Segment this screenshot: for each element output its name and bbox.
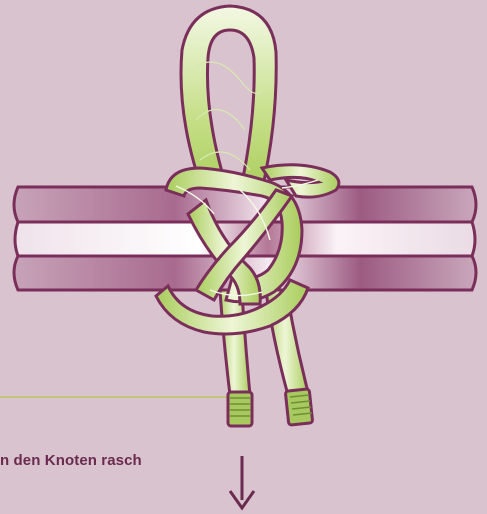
instruction-caption: n den Knoten rasch	[0, 452, 142, 469]
down-arrow-icon	[230, 456, 254, 508]
